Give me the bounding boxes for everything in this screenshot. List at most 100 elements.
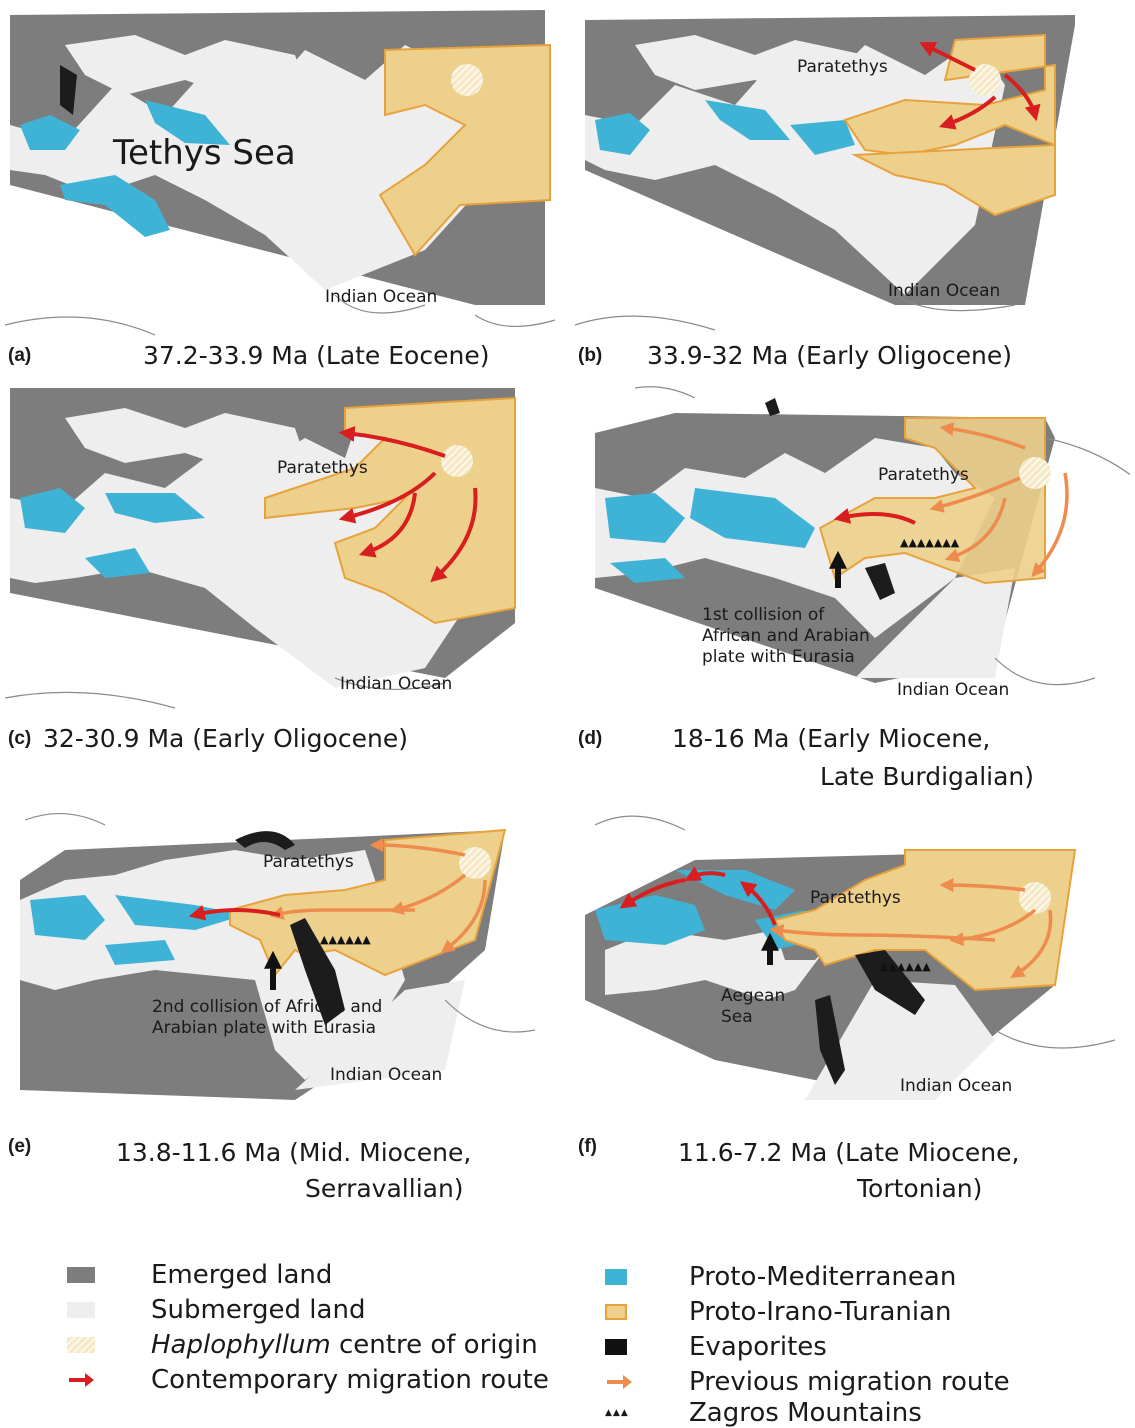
legend-contemporary-route: Contemporary migration route [67, 1365, 549, 1395]
panel-caption-line2: Late Burdigalian) [820, 762, 1035, 791]
panel-c-map [5, 388, 516, 709]
proto-mediterranean [595, 113, 650, 155]
legend-submerged-land: Submerged land [67, 1295, 365, 1325]
panel-caption-line2: Serravallian) [305, 1174, 464, 1203]
proto-mediterranean [115, 895, 245, 930]
legend-proto-irano-turanian: Proto-Irano-Turanian [605, 1297, 952, 1327]
legend-label: Haplophyllum centre of origin [151, 1330, 538, 1360]
zagros-triangles-icon: ▲▲▲ [605, 1408, 629, 1418]
proto-irano-turanian [773, 849, 1077, 992]
paratethys-label: Paratethys [810, 888, 901, 908]
panel-a: Tethys Sea Indian Ocean (a) 37.2-33.9 Ma… [5, 5, 560, 370]
panel-caption: 11.6-7.2 Ma (Late Miocene, [678, 1138, 1020, 1167]
indian-ocean-label: Indian Ocean [340, 674, 453, 694]
contemporary-route [833, 508, 916, 525]
panel-label: (e) [8, 1136, 32, 1157]
panel-caption: 13.8-11.6 Ma (Mid. Miocene, [116, 1138, 472, 1167]
centre-of-origin [1019, 457, 1051, 489]
proto-irano-turanian [378, 43, 551, 257]
panel-caption: 18-16 Ma (Early Miocene, [672, 724, 991, 753]
legend-label: Submerged land [151, 1295, 366, 1325]
zagros-mountains: ▲▲▲▲▲▲ [880, 960, 931, 973]
submerged-land [855, 568, 1015, 678]
submerged-land [65, 35, 305, 100]
evaporites [865, 563, 895, 600]
legend-label: Zagros Mountains [689, 1398, 922, 1428]
panel-label: (b) [578, 345, 603, 366]
legend-previous-route: Previous migration route [605, 1367, 1010, 1397]
centre-of-origin [451, 64, 483, 96]
proto-mediterranean [610, 558, 685, 583]
legend-evaporites: Evaporites [605, 1332, 827, 1362]
proto-mediterranean [105, 940, 175, 965]
centre-of-origin [969, 64, 1001, 96]
contemporary-route [739, 881, 777, 926]
contemporary-route [619, 878, 686, 909]
legend-label: Proto-Mediterranean [689, 1262, 957, 1292]
panel-f-map: ▲▲▲▲▲▲ [585, 815, 1116, 1100]
proto-irano-turanian-swatch [605, 1304, 627, 1320]
legend-label: Previous migration route [689, 1367, 1010, 1397]
legend-label: Evaporites [689, 1332, 827, 1362]
submerged-land [65, 408, 305, 473]
panel-d: ▲▲▲▲▲▲▲ Paratethys 1st collision of Afri… [575, 378, 1130, 791]
contemporary-route [358, 492, 417, 558]
tethys-sea-label: Tethys Sea [113, 133, 296, 173]
previous-route [944, 497, 1007, 562]
panel-caption: 32-30.9 Ma (Early Oligocene) [43, 724, 408, 753]
evaporites [855, 950, 925, 1015]
proto-mediterranean [105, 493, 205, 523]
zagros-mountains: ▲▲▲▲▲▲ [320, 933, 371, 946]
paratethys-label: Paratethys [797, 57, 888, 77]
proto-mediterranean-swatch [605, 1269, 627, 1285]
indian-ocean-label: Indian Ocean [888, 281, 1001, 301]
proto-irano-turanian [851, 143, 1056, 217]
evaporites-swatch [605, 1339, 627, 1355]
previous-route [929, 476, 1021, 513]
previous-route [939, 422, 1026, 450]
previous-route [1010, 909, 1053, 978]
panel-b: Paratethys Indian Ocean (b) 33.9-32 Ma (… [575, 5, 1130, 370]
evaporites [815, 995, 845, 1085]
paratethys-label: Paratethys [277, 458, 368, 478]
panel-caption-line2: Tortonian) [857, 1174, 983, 1203]
indian-ocean-label: Indian Ocean [897, 680, 1010, 700]
previous-route [369, 838, 466, 857]
proto-mediterranean [790, 120, 855, 155]
submerged-land-swatch [67, 1302, 95, 1318]
indian-ocean-label: Indian Ocean [330, 1065, 443, 1085]
coastline [5, 294, 556, 336]
legend-label: Proto-Irano-Turanian [689, 1297, 952, 1327]
evaporites [60, 65, 77, 115]
coastline [24, 813, 536, 1033]
panel-label: (f) [578, 1136, 597, 1157]
contemporary-route [919, 42, 976, 72]
legend-centre-of-origin: Haplophyllum centre of origin [67, 1330, 538, 1360]
submerged-land [10, 45, 475, 290]
collision-annotation: 2nd collision of African and Arabian pla… [152, 997, 383, 1038]
contemporary-route [188, 904, 281, 921]
previous-route [1031, 472, 1069, 578]
previous-route [939, 878, 1026, 893]
panel-d-map: ▲▲▲▲▲▲▲ [595, 386, 1130, 686]
emerged-land-swatch [67, 1267, 95, 1283]
previous-route [269, 906, 415, 920]
coastline [634, 386, 1130, 686]
previous-route [440, 879, 487, 954]
indian-ocean-label: Indian Ocean [325, 287, 438, 307]
panel-e: ▲▲▲▲▲▲ Paratethys 2nd collision of Afric… [5, 800, 560, 1203]
evaporites [765, 398, 780, 416]
panel-caption: 37.2-33.9 Ma (Late Eocene) [143, 341, 490, 370]
proto-mediterranean [85, 548, 150, 578]
centre-of-origin [459, 847, 491, 879]
submerged-land [635, 35, 875, 100]
evaporites [290, 918, 345, 1025]
evaporites [235, 831, 295, 850]
coastline [5, 677, 446, 709]
contemporary-route [684, 866, 726, 882]
legend-proto-mediterranean: Proto-Mediterranean [605, 1262, 956, 1292]
indian-ocean-label: Indian Ocean [900, 1076, 1013, 1096]
orange-arrow-icon [607, 1375, 632, 1389]
proto-mediterranean [605, 493, 685, 543]
panel-a-map [5, 10, 556, 336]
